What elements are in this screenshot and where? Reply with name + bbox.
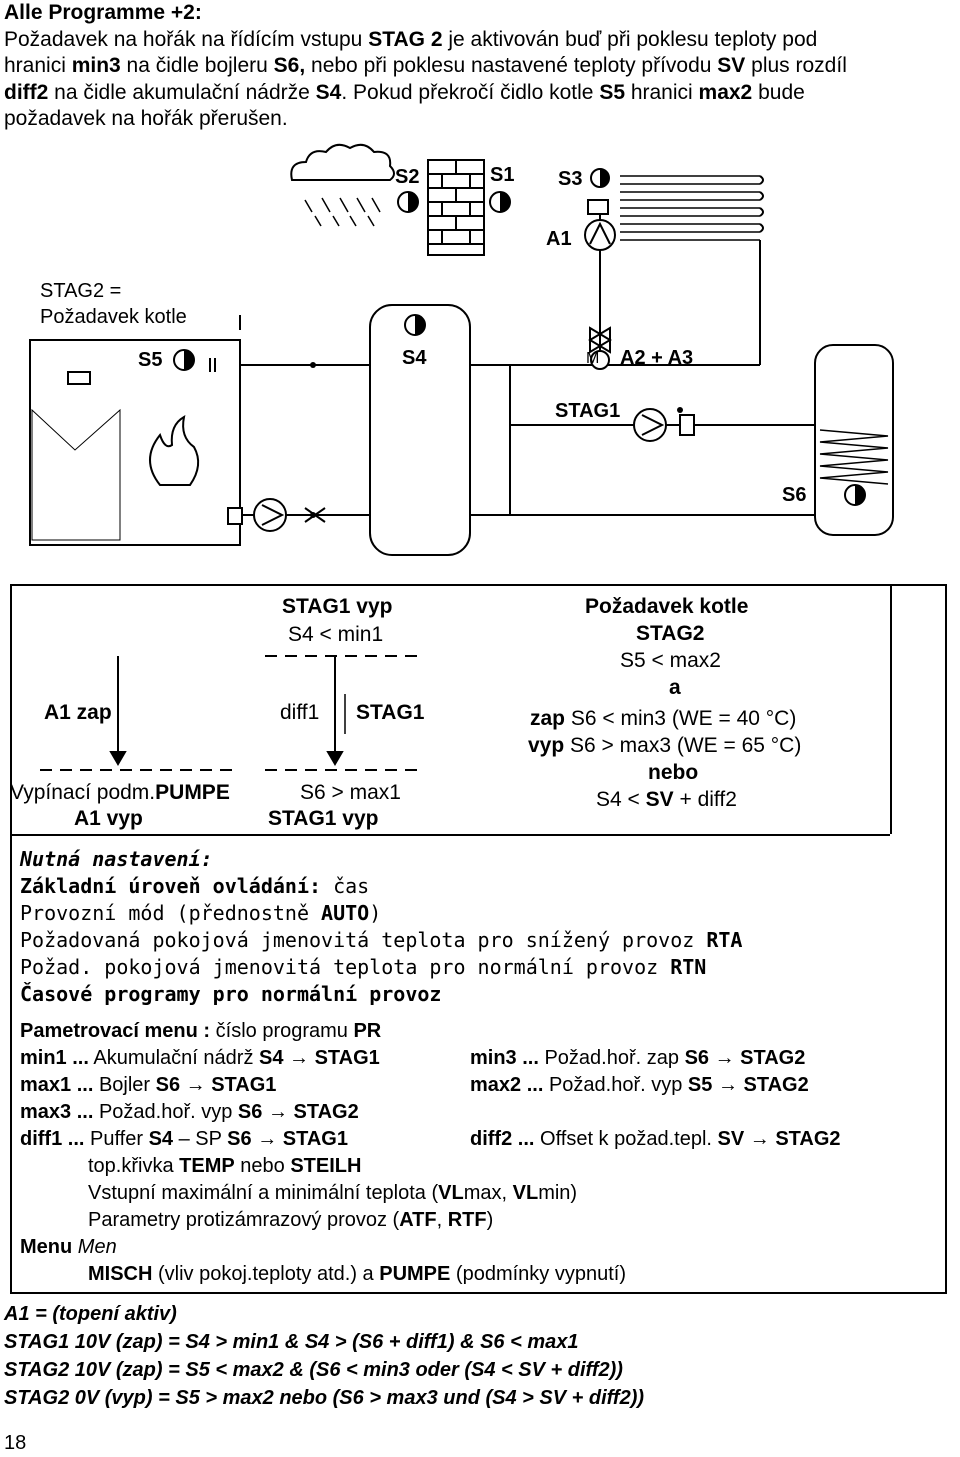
param-max3: max3 ... Požad.hoř. vyp S6 → STAG2 xyxy=(20,1101,359,1123)
sensor-icons xyxy=(173,168,866,506)
a1-valve-icon xyxy=(587,199,609,215)
intro-paragraph: Alle Programme +2: Požadavek na hořák na… xyxy=(4,0,954,133)
logic-s6-max1: S6 > max1 xyxy=(300,781,401,804)
a1-pump-icon xyxy=(584,219,616,251)
parameter-menu: Pametrovací menu : číslo programu PR min… xyxy=(20,1018,920,1288)
flame-icon xyxy=(149,415,200,486)
stag1-pump-icon xyxy=(633,408,667,442)
param-max1: max1 ... Bojler S6 → STAG1 xyxy=(20,1074,277,1096)
label-s3: S3 xyxy=(558,168,583,190)
wall-icon xyxy=(427,159,485,256)
logic-arrows xyxy=(40,655,420,771)
logic-s4-sv: S4 < SV + diff2 xyxy=(596,788,737,811)
logic-s5-max2: S5 < max2 xyxy=(620,649,721,672)
box-separator xyxy=(10,834,890,836)
label-s5: S5 xyxy=(138,349,163,371)
setup-rtn: Požad. pokojová jmenovitá teplota pro no… xyxy=(20,955,707,979)
param-protizamraz: Parametry protizámrazový provoz (ATF, RT… xyxy=(88,1209,494,1231)
logic-stag1-vyp: STAG1 vyp xyxy=(282,595,393,618)
cloud-icon xyxy=(290,143,395,181)
hydraulic-diagram: S2 S1 S3 A1 STAG2 = Požadavek kotle S5 S… xyxy=(0,140,960,580)
param-diff2: diff2 ... Offset k požad.tepl. SV → STAG… xyxy=(470,1128,841,1150)
logic-a1-zap: A1 zap xyxy=(44,701,112,724)
param-menu-title: Pametrovací menu : číslo programu PR xyxy=(20,1020,382,1042)
intro-line-4: požadavek na hořák přerušen. xyxy=(4,107,288,130)
label-stag2-eq: STAG2 = xyxy=(40,280,122,302)
intro-line-1: Požadavek na hořák na řídícím vstupu STA… xyxy=(4,27,818,51)
param-misch: MISCH (vliv pokoj.teploty atd.) a PUMPE … xyxy=(88,1263,626,1285)
label-s2: S2 xyxy=(395,166,420,188)
setup-provozni: Provozní mód (přednostně AUTO) xyxy=(20,901,382,925)
param-menu-men: Menu Men xyxy=(20,1236,117,1258)
logic-vyp: vyp S6 > max3 (WE = 65 °C) xyxy=(528,734,802,757)
logic-a1-vyp: A1 vyp xyxy=(74,807,143,830)
label-s4: S4 xyxy=(402,347,427,369)
logic-zap: zap S6 < min3 (WE = 40 °C) xyxy=(530,707,797,730)
label-s6: S6 xyxy=(782,484,807,506)
boiler-pump-icon xyxy=(253,498,287,532)
label-s1: S1 xyxy=(490,164,515,186)
logic-stag1: STAG1 xyxy=(356,701,425,724)
param-min3: min3 ... Požad.hoř. zap S6 → STAG2 xyxy=(470,1047,806,1069)
logic-vypinaci: Vypínací podm.PUMPE xyxy=(10,781,230,804)
formulas: A1 = (topení aktiv) STAG1 10V (zap) = S4… xyxy=(4,1300,944,1412)
boiler-icon xyxy=(29,339,241,546)
logic-diagram: STAG1 vyp S4 < min1 A1 zap diff1 STAG1 V… xyxy=(10,584,947,834)
logic-pozadavek-kotle: Požadavek kotle xyxy=(585,595,749,618)
setup-zakladni: Základní úroveň ovládání: čas xyxy=(20,874,370,898)
logic-stag2: STAG2 xyxy=(636,622,705,645)
logic-diff1: diff1 xyxy=(280,701,320,724)
label-motor: M xyxy=(586,350,600,367)
box-divider xyxy=(890,584,892,834)
param-vstupni: Vstupní maximální a minimální teplota (V… xyxy=(88,1182,578,1204)
intro-line-3: diff2 na čidle akumulační nádrže S4. Pok… xyxy=(4,80,805,104)
formula-stag2-vyp: STAG2 0V (vyp) = S5 > max2 nebo (S6 > ma… xyxy=(4,1387,645,1409)
formula-a1: A1 = (topení aktiv) xyxy=(4,1303,177,1325)
setup-heading: Nutná nastavení: xyxy=(20,847,213,871)
param-diff1: diff1 ... Puffer S4 – SP S6 → STAG1 xyxy=(20,1128,348,1150)
label-a1: A1 xyxy=(546,228,572,250)
logic-s4-min1: S4 < min1 xyxy=(288,623,384,646)
buffer-tank-icon xyxy=(369,304,471,556)
parameter-menu-right: min3 ... Požad.hoř. zap S6 → STAG2 max2 … xyxy=(470,1045,930,1153)
label-stag1: STAG1 xyxy=(555,400,621,422)
logic-stag1-vyp-2: STAG1 vyp xyxy=(268,807,379,830)
hot-water-tank-icon xyxy=(814,344,894,536)
label-a2a3: A2 + A3 xyxy=(620,347,694,369)
param-top: top.křivka TEMP nebo STEILH xyxy=(88,1155,362,1177)
param-min1: min1 ... Akumulační nádrž S4 → STAG1 xyxy=(20,1047,380,1069)
setup-casove: Časové programy pro normální provoz xyxy=(20,982,442,1006)
intro-heading: Alle Programme +2: xyxy=(4,1,202,24)
diagram-svg xyxy=(29,143,894,556)
formula-stag1-zap: STAG1 10V (zap) = S4 > min1 & S4 > (S6 +… xyxy=(4,1331,579,1353)
logic-a: a xyxy=(669,676,681,699)
setup-rta: Požadovaná pokojová jmenovitá teplota pr… xyxy=(20,928,743,952)
rain-icon xyxy=(304,197,381,227)
intro-line-2: hranici min3 na čidle bojleru S6, nebo p… xyxy=(4,54,847,77)
settings-box xyxy=(10,584,947,1294)
formula-stag2-zap: STAG2 10V (zap) = S5 < max2 & (S6 < min3… xyxy=(4,1359,623,1381)
radiator-icon xyxy=(620,175,760,241)
page-number: 18 xyxy=(4,1432,27,1454)
required-settings: Nutná nastavení: Základní úroveň ovládán… xyxy=(20,846,900,1008)
label-pozadavek-kotle: Požadavek kotle xyxy=(40,306,187,328)
logic-nebo: nebo xyxy=(648,761,699,784)
param-max2: max2 ... Požad.hoř. vyp S5 → STAG2 xyxy=(470,1074,809,1096)
